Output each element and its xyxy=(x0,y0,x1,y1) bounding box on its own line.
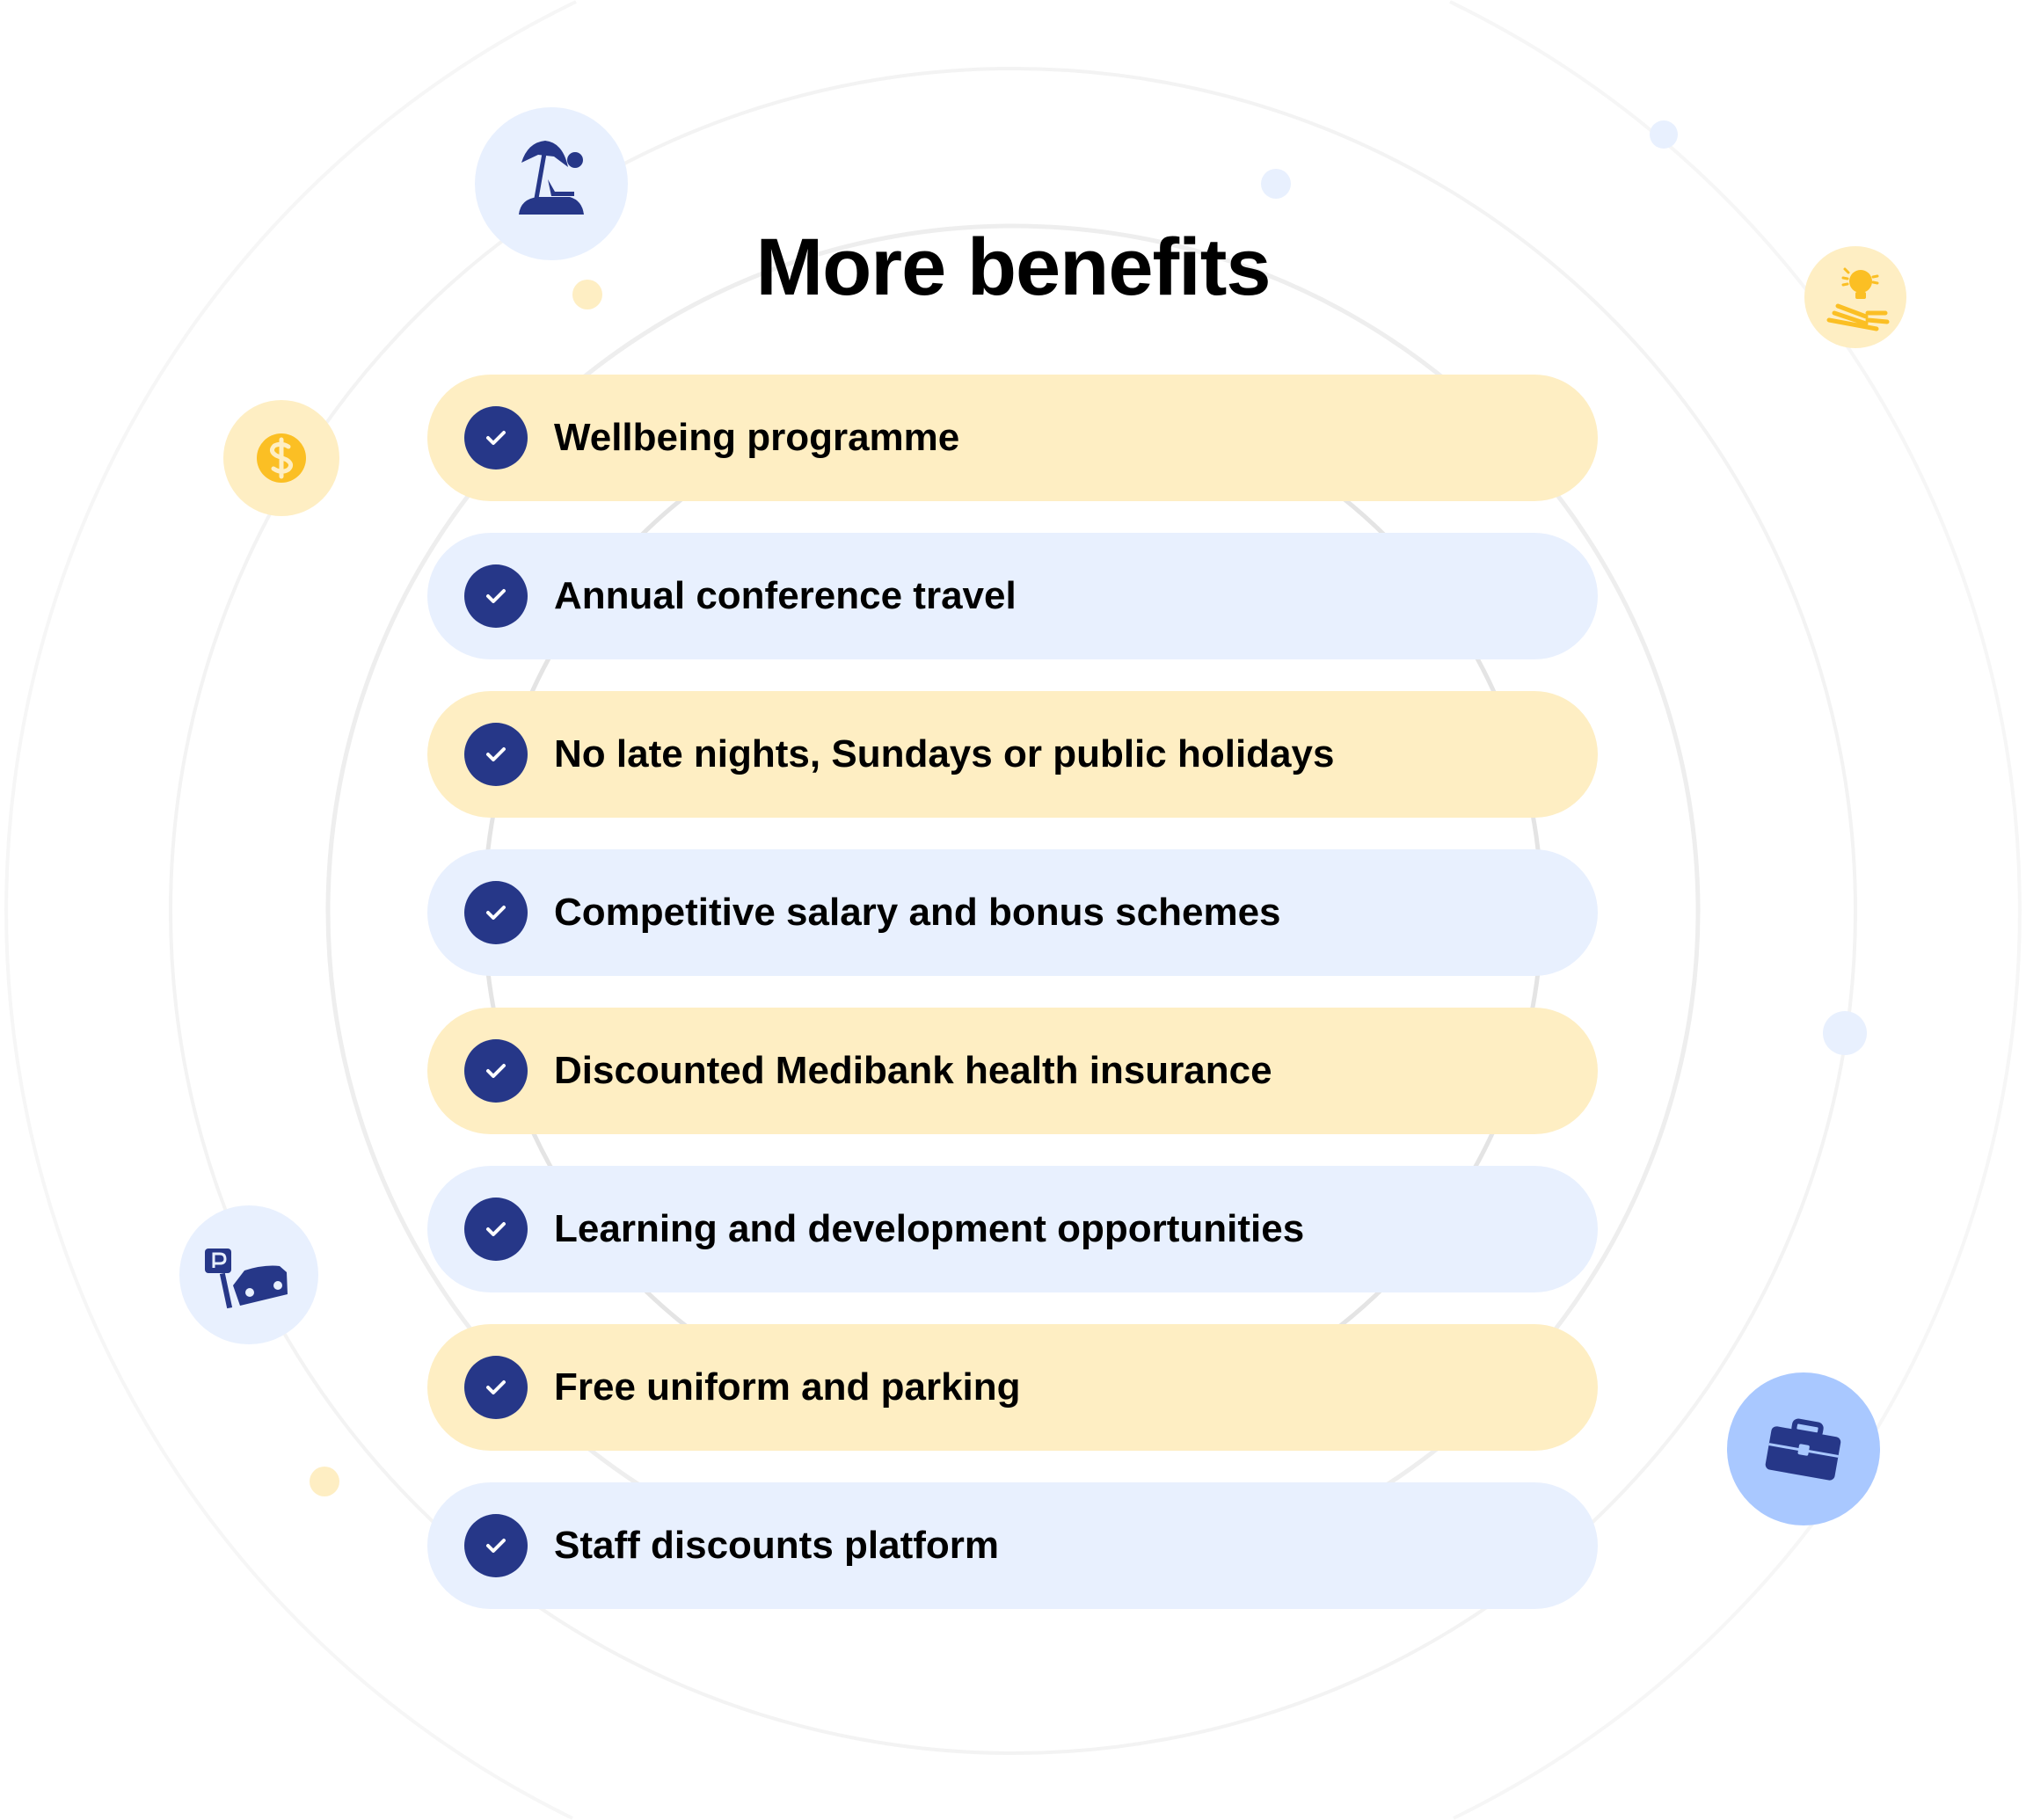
decor-dot xyxy=(310,1467,339,1496)
benefit-label: No late nights, Sundays or public holida… xyxy=(554,732,1335,775)
beach-umbrella-icon xyxy=(475,107,628,260)
check-icon xyxy=(464,1356,528,1419)
decor-dot xyxy=(1650,120,1678,149)
parking-car-icon xyxy=(179,1205,318,1344)
check-icon xyxy=(464,723,528,786)
benefit-label: Learning and development opportunities xyxy=(554,1207,1305,1250)
benefit-label: Discounted Medibank health insurance xyxy=(554,1049,1272,1092)
page-title: More benefits xyxy=(755,222,1271,312)
decor-dot xyxy=(572,280,602,309)
lightbulb-book-icon xyxy=(1804,246,1906,348)
check-icon xyxy=(464,1198,528,1261)
benefit-item: Annual conference travel xyxy=(427,533,1598,659)
briefcase-icon xyxy=(1727,1372,1880,1525)
benefit-item: Free uniform and parking xyxy=(427,1324,1598,1451)
check-icon xyxy=(464,1514,528,1577)
decor-dot xyxy=(1261,169,1291,199)
check-icon xyxy=(464,1039,528,1103)
benefit-item: Learning and development opportunities xyxy=(427,1166,1598,1292)
benefit-item: Competitive salary and bonus schemes xyxy=(427,849,1598,976)
benefit-label: Staff discounts platform xyxy=(554,1524,1000,1567)
orbit-ring xyxy=(4,0,2022,1820)
benefit-label: Wellbeing programme xyxy=(554,416,960,459)
check-icon xyxy=(464,406,528,470)
check-icon xyxy=(464,881,528,944)
benefit-item: Wellbeing programme xyxy=(427,375,1598,501)
benefit-label: Free uniform and parking xyxy=(554,1365,1021,1409)
decor-dot xyxy=(1823,1011,1867,1055)
benefit-item: Staff discounts platform xyxy=(427,1482,1598,1609)
benefit-label: Annual conference travel xyxy=(554,574,1017,617)
benefit-item: No late nights, Sundays or public holida… xyxy=(427,691,1598,818)
orbit-ring xyxy=(169,67,1857,1755)
dollar-coin-icon xyxy=(223,400,339,516)
benefit-label: Competitive salary and bonus schemes xyxy=(554,891,1281,934)
benefit-item: Discounted Medibank health insurance xyxy=(427,1008,1598,1134)
check-icon xyxy=(464,564,528,628)
